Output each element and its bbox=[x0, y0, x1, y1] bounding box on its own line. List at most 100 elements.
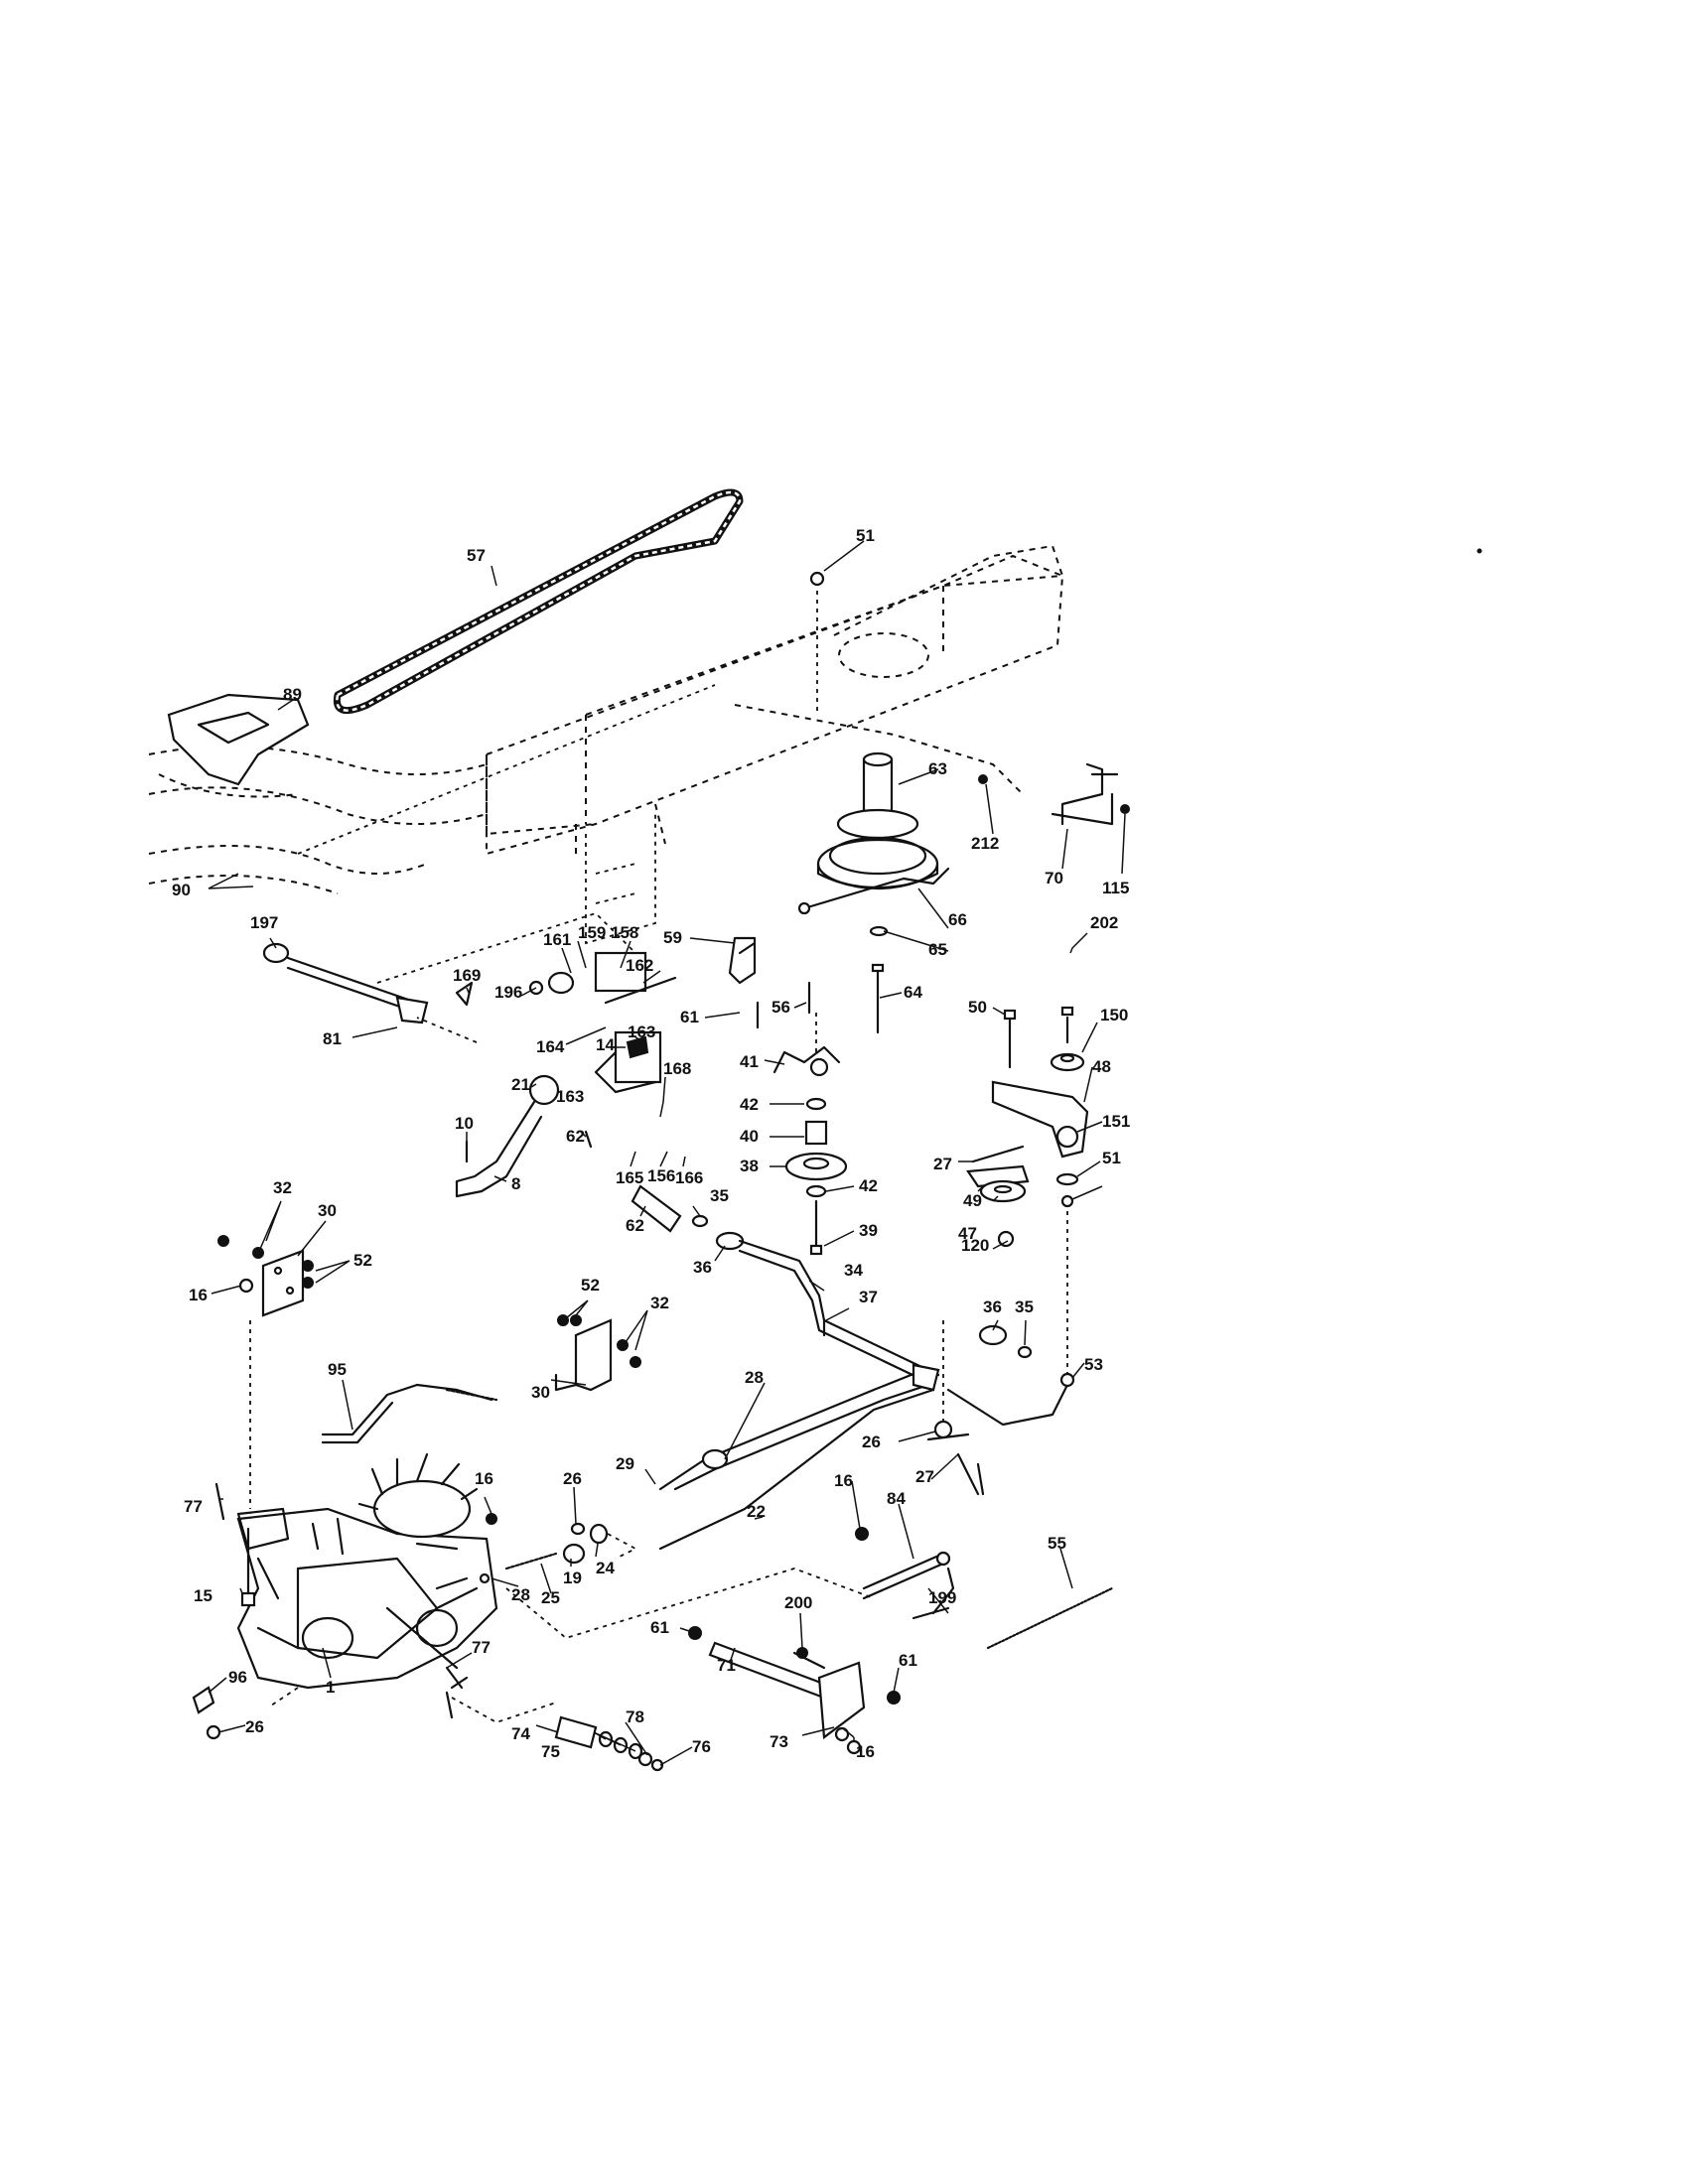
callout-53: 53 bbox=[1084, 1355, 1103, 1374]
callout-200: 200 bbox=[784, 1593, 812, 1612]
callout-26a: 26 bbox=[862, 1433, 881, 1451]
callout-16d: 16 bbox=[856, 1742, 875, 1761]
callout-32a: 32 bbox=[273, 1178, 292, 1197]
callout-41: 41 bbox=[740, 1052, 759, 1071]
callout-36a: 36 bbox=[693, 1258, 712, 1277]
callout-115: 115 bbox=[1102, 879, 1129, 897]
callout-66: 66 bbox=[948, 910, 967, 929]
callout-37: 37 bbox=[859, 1288, 878, 1306]
callout-61c: 61 bbox=[899, 1651, 917, 1670]
callout-57: 57 bbox=[467, 546, 486, 565]
scan-speck bbox=[1476, 548, 1482, 554]
callout-75: 75 bbox=[541, 1742, 560, 1761]
callout-96: 96 bbox=[228, 1668, 247, 1687]
chassis-frame bbox=[486, 544, 1064, 945]
callout-30b: 30 bbox=[531, 1383, 550, 1402]
callout-166: 166 bbox=[675, 1168, 703, 1187]
callout-28a: 28 bbox=[745, 1368, 764, 1387]
callout-151: 151 bbox=[1102, 1112, 1130, 1131]
callout-78: 78 bbox=[626, 1707, 644, 1726]
rod-washer-36 bbox=[978, 1324, 1008, 1346]
callout-25: 25 bbox=[541, 1588, 560, 1607]
callout-90: 90 bbox=[172, 881, 191, 899]
callout-156: 156 bbox=[647, 1166, 675, 1185]
callout-84: 84 bbox=[887, 1489, 906, 1508]
brake-link-rod bbox=[946, 1383, 1069, 1427]
shift-shaft bbox=[262, 942, 429, 1024]
brake-linkage bbox=[688, 1626, 901, 1755]
idler-pulley-47 bbox=[966, 1164, 1030, 1248]
callout-39: 39 bbox=[859, 1221, 878, 1240]
idler-bracket bbox=[991, 1006, 1089, 1380]
callout-14: 14 bbox=[596, 1035, 615, 1054]
idler-stack bbox=[772, 1013, 848, 1256]
callout-16c: 16 bbox=[834, 1471, 853, 1490]
brake-shaft bbox=[855, 1527, 955, 1620]
transaxle bbox=[214, 1452, 498, 1690]
return-spring bbox=[986, 1586, 1114, 1650]
callout-30a: 30 bbox=[318, 1201, 337, 1220]
drive-control-rods bbox=[658, 1363, 940, 1551]
callout-35b: 35 bbox=[1015, 1297, 1034, 1316]
callout-28b: 28 bbox=[511, 1585, 530, 1604]
shift-lever-cover bbox=[167, 693, 310, 786]
callout-56: 56 bbox=[772, 998, 790, 1017]
callout-26b: 26 bbox=[563, 1469, 582, 1488]
callout-8: 8 bbox=[511, 1174, 520, 1193]
clutch-bushings bbox=[631, 1184, 745, 1251]
transmission-pulley bbox=[816, 751, 939, 890]
callout-95: 95 bbox=[328, 1360, 347, 1379]
callout-32b: 32 bbox=[650, 1294, 669, 1312]
callout-199: 199 bbox=[928, 1588, 956, 1607]
shift-lever bbox=[455, 1074, 560, 1198]
pulley-washer bbox=[869, 925, 889, 937]
callout-19: 19 bbox=[563, 1569, 582, 1587]
brake-bracket bbox=[1051, 762, 1130, 826]
callout-197: 197 bbox=[250, 913, 278, 932]
drive-belt bbox=[333, 488, 744, 715]
top-nut bbox=[809, 571, 825, 715]
callout-labels: 57 51 89 63 212 70 115 90 197 59 66 161 … bbox=[172, 526, 1130, 1761]
callout-162: 162 bbox=[626, 956, 653, 975]
callout-42a: 42 bbox=[740, 1095, 759, 1114]
shift-bracket-assembly bbox=[528, 951, 677, 1149]
callout-10: 10 bbox=[455, 1114, 474, 1133]
bracket-30-upper bbox=[249, 1249, 305, 1509]
callout-42b: 42 bbox=[859, 1176, 878, 1195]
callout-51: 51 bbox=[856, 526, 875, 545]
callout-1: 1 bbox=[326, 1678, 335, 1697]
bracket-bolt bbox=[971, 1145, 1025, 1163]
callout-22: 22 bbox=[747, 1502, 766, 1521]
callout-38: 38 bbox=[740, 1157, 759, 1175]
callout-73: 73 bbox=[770, 1732, 788, 1751]
callout-82: 62 bbox=[566, 1127, 585, 1146]
clutch-rod bbox=[738, 1239, 940, 1387]
callout-47: 47 bbox=[958, 1224, 977, 1243]
bypass-rod-2 bbox=[321, 1401, 394, 1444]
callout-61a: 61 bbox=[680, 1008, 699, 1026]
callout-27a: 27 bbox=[933, 1155, 952, 1173]
shaft-guide bbox=[297, 684, 716, 1043]
callout-26c: 26 bbox=[245, 1717, 264, 1736]
callout-158: 158 bbox=[611, 923, 638, 942]
frame-screw bbox=[978, 774, 988, 784]
axle-spacers bbox=[554, 1715, 664, 1772]
retaining-clip bbox=[455, 981, 474, 1007]
callout-165: 165 bbox=[616, 1168, 643, 1187]
callout-40: 40 bbox=[740, 1127, 759, 1146]
transaxle-spring-stack bbox=[479, 1513, 637, 1584]
callout-27b: 27 bbox=[915, 1467, 934, 1486]
callout-120: 120 bbox=[961, 1236, 989, 1255]
callout-34: 34 bbox=[844, 1261, 863, 1280]
callout-16a: 16 bbox=[189, 1286, 208, 1304]
callout-16b: 16 bbox=[475, 1469, 493, 1488]
idler-clip bbox=[728, 936, 757, 985]
callout-55: 55 bbox=[1048, 1534, 1066, 1553]
callout-70: 70 bbox=[1045, 869, 1063, 887]
callout-168: 168 bbox=[663, 1059, 691, 1078]
transaxle-guides bbox=[267, 1568, 875, 1723]
callout-52b: 52 bbox=[581, 1276, 600, 1295]
callout-65: 65 bbox=[928, 940, 947, 959]
rod-washer-35 bbox=[1017, 1345, 1033, 1359]
